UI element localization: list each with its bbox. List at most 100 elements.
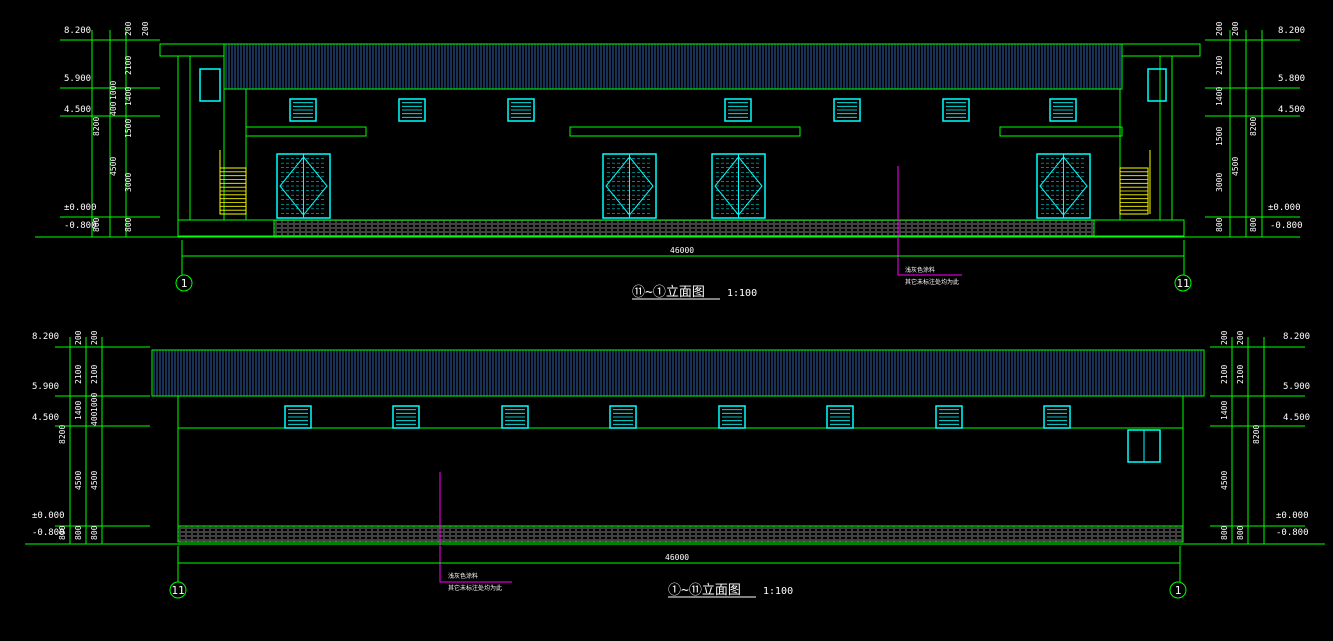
svg-text:±0.000: ±0.000 — [1276, 511, 1309, 521]
drawing-scale: 1:100 — [727, 288, 757, 299]
svg-text:8200: 8200 — [92, 117, 101, 136]
canopy-center — [569, 126, 801, 137]
louvre-window — [1049, 98, 1077, 122]
svg-text:4.500: 4.500 — [32, 413, 59, 423]
svg-text:800: 800 — [58, 525, 67, 540]
material-note: 浅灰色涂料 — [905, 266, 935, 274]
axis-bubble-right — [1169, 581, 1187, 599]
right-wing — [1119, 55, 1173, 221]
louvre-door — [711, 153, 766, 219]
svg-text:1500: 1500 — [1215, 127, 1224, 146]
side-window-left — [199, 68, 221, 102]
svg-text:2100: 2100 — [1220, 365, 1229, 384]
svg-text:1400: 1400 — [1215, 87, 1224, 106]
svg-text:1400: 1400 — [124, 87, 133, 106]
canopy-left — [245, 126, 367, 137]
level-annotations-top: 8.200 5.900 4.500 ±0.000 -0.800 8.200 5.… — [60, 21, 1305, 238]
axis-bubble-left — [169, 581, 187, 599]
svg-text:2100: 2100 — [124, 56, 133, 75]
louvre-window — [1043, 405, 1071, 429]
material-note-sub: 其它未标注处均为此 — [905, 278, 959, 286]
level-annotations-bottom: 8.200 5.900 4.500 ±0.000 -0.800 8.200 5.… — [32, 330, 1310, 545]
svg-text:800: 800 — [1249, 217, 1258, 232]
svg-text:400: 400 — [109, 101, 118, 116]
svg-text:8.200: 8.200 — [1283, 332, 1310, 342]
brick-plinth — [177, 525, 1184, 543]
elevation-top: 浅灰色涂料 其它未标注处均为此 46000 1 11 ⑪~①立面图 1:100 — [35, 43, 1295, 300]
louvre-window — [942, 98, 970, 122]
svg-text:3000: 3000 — [1215, 173, 1224, 192]
main-wall — [245, 88, 1121, 221]
svg-text:±0.000: ±0.000 — [1268, 203, 1301, 213]
material-leader — [897, 166, 962, 276]
svg-text:5.900: 5.900 — [1283, 382, 1310, 392]
louvre-window — [392, 405, 420, 429]
svg-text:200: 200 — [1236, 330, 1245, 345]
svg-text:2100: 2100 — [74, 365, 83, 384]
drawing-title: ①~⑪立面图 — [668, 583, 741, 598]
svg-text:800: 800 — [92, 217, 101, 232]
svg-text:200: 200 — [141, 21, 150, 36]
svg-text:200: 200 — [1231, 21, 1240, 36]
svg-text:2100: 2100 — [90, 365, 99, 384]
overall-dimension: 46000 — [665, 553, 689, 562]
svg-text:200: 200 — [124, 21, 133, 36]
axis-label-left: 11 — [171, 584, 184, 597]
louvre-window — [833, 98, 861, 122]
svg-text:800: 800 — [1215, 217, 1224, 232]
svg-text:200: 200 — [90, 330, 99, 345]
louvre-window — [398, 98, 426, 122]
svg-text:5.800: 5.800 — [1278, 74, 1305, 84]
left-wing — [177, 55, 225, 221]
louvre-door — [602, 153, 657, 219]
svg-text:400: 400 — [90, 411, 99, 426]
svg-text:±0.000: ±0.000 — [64, 203, 97, 213]
axis-bubble-right — [1174, 274, 1192, 292]
svg-text:4.500: 4.500 — [64, 105, 91, 115]
svg-text:-0.800: -0.800 — [1276, 528, 1309, 538]
louvre-window — [289, 98, 317, 122]
svg-text:-0.800: -0.800 — [64, 221, 97, 231]
svg-text:800: 800 — [1220, 525, 1229, 540]
roof-panel — [223, 43, 1123, 90]
svg-text:4500: 4500 — [1231, 157, 1240, 176]
canopy-right — [999, 126, 1123, 137]
svg-text:1400: 1400 — [1220, 401, 1229, 420]
louvre-window — [718, 405, 746, 429]
louvre-window — [507, 98, 535, 122]
side-window-right — [1147, 68, 1167, 102]
svg-text:2100: 2100 — [1236, 365, 1245, 384]
louvre-door — [276, 153, 331, 219]
drawing-scale: 1:100 — [763, 586, 793, 597]
svg-text:8200: 8200 — [58, 425, 67, 444]
svg-text:8.200: 8.200 — [1278, 26, 1305, 36]
drawing-title: ⑪~①立面图 — [632, 285, 705, 300]
axis-label-right: 11 — [1176, 277, 1189, 290]
svg-text:-0.800: -0.800 — [1270, 221, 1303, 231]
side-window — [1127, 429, 1161, 463]
svg-text:1000: 1000 — [90, 393, 99, 412]
svg-text:4500: 4500 — [90, 471, 99, 490]
stair-right — [1119, 150, 1151, 215]
main-wall — [177, 395, 1184, 527]
svg-text:5.900: 5.900 — [32, 382, 59, 392]
louvre-door — [1036, 153, 1091, 219]
svg-text:8200: 8200 — [1249, 117, 1258, 136]
svg-text:800: 800 — [74, 525, 83, 540]
axis-label-right: 1 — [1175, 584, 1182, 597]
brick-plinth — [273, 219, 1095, 237]
elevation-bottom: 浅灰色涂料 其它未标注处均为此 46000 11 1 ①~⑪立面图 1:100 — [25, 349, 1325, 599]
svg-text:1500: 1500 — [124, 119, 133, 138]
material-leader — [439, 472, 512, 583]
louvre-window — [501, 405, 529, 429]
axis-label-left: 1 — [181, 277, 188, 290]
axis-bubble-left — [175, 274, 193, 292]
svg-text:±0.000: ±0.000 — [32, 511, 65, 521]
svg-text:800: 800 — [124, 217, 133, 232]
svg-text:200: 200 — [1220, 330, 1229, 345]
svg-text:5.900: 5.900 — [64, 74, 91, 84]
svg-text:8.200: 8.200 — [64, 26, 91, 36]
svg-text:800: 800 — [1236, 525, 1245, 540]
svg-text:8200: 8200 — [1252, 425, 1261, 444]
